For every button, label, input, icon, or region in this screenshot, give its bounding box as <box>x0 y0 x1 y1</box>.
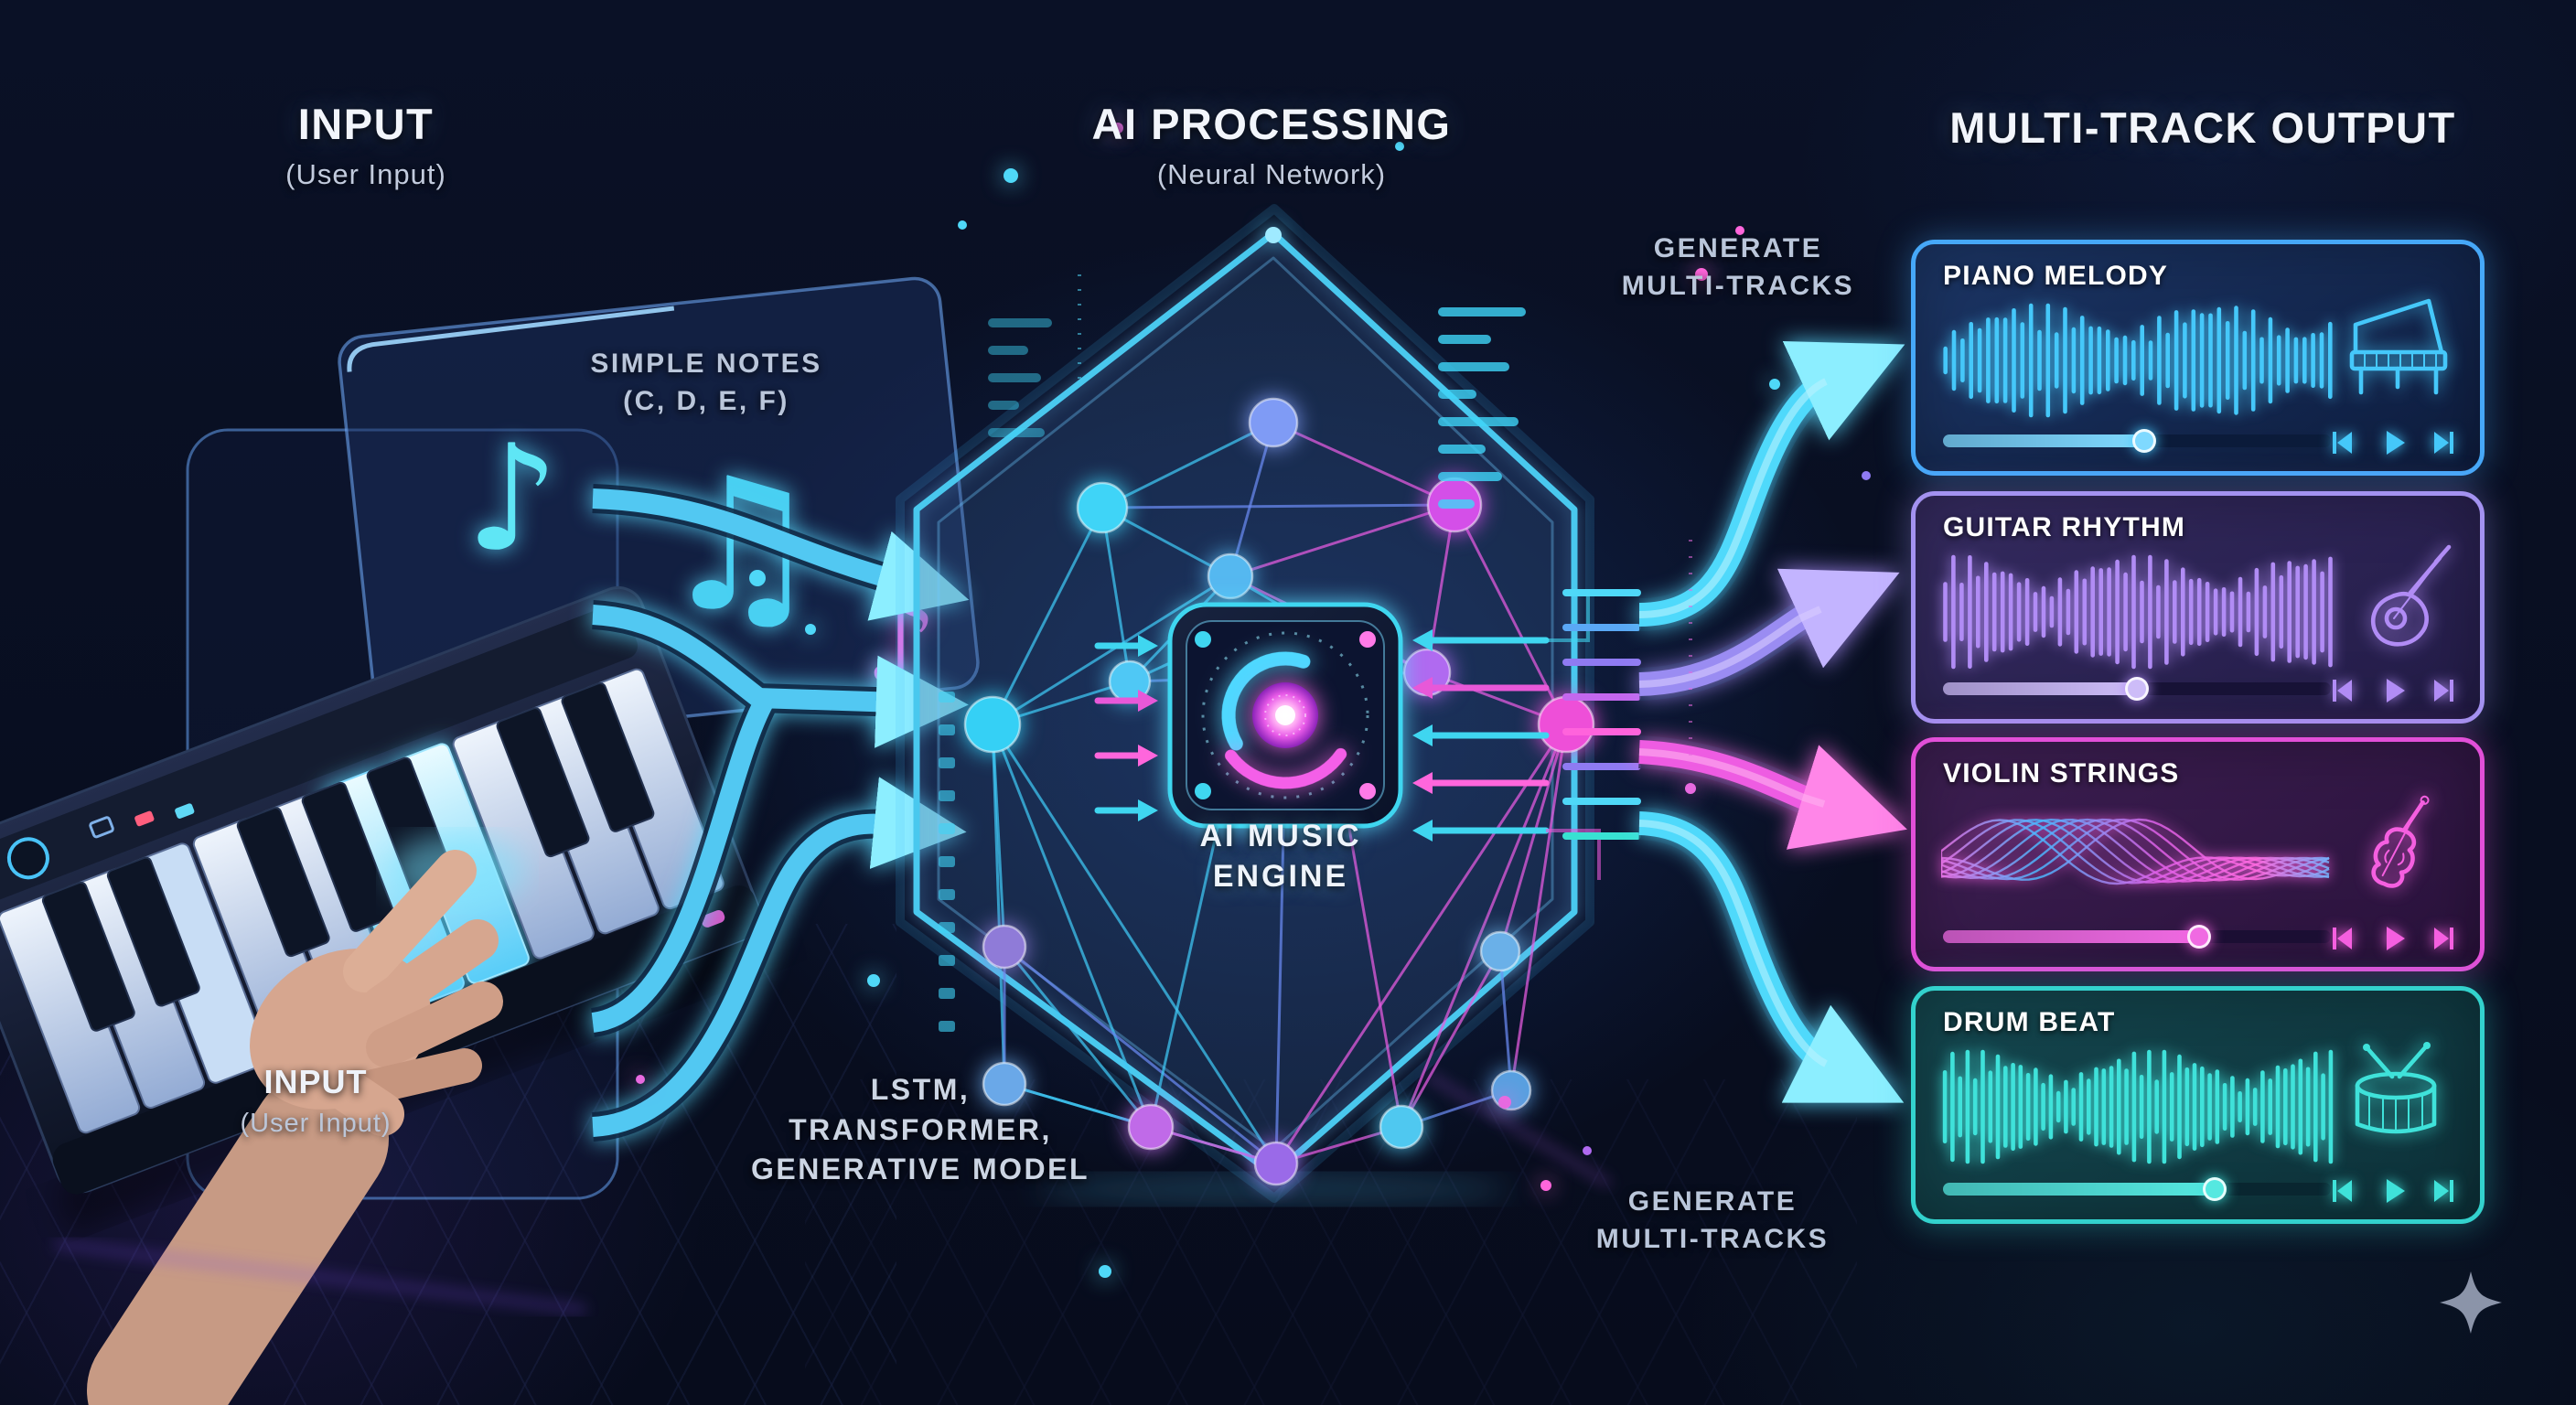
play-button[interactable] <box>2379 677 2407 704</box>
output-title: MULTI-TRACK OUTPUT <box>1949 103 2456 152</box>
next-track-button[interactable] <box>2429 1177 2456 1205</box>
chip-dotted-ring <box>1201 631 1369 799</box>
output-bundle <box>1562 589 1641 840</box>
status-led <box>175 803 195 819</box>
output-arrows <box>1637 341 1907 1103</box>
progress-fill <box>1943 930 2199 943</box>
progress-fill <box>1943 682 2137 695</box>
transport-controls <box>2330 677 2456 704</box>
play-button[interactable] <box>2379 429 2407 456</box>
eighth-note-icon: ♪ <box>466 413 559 584</box>
play-button[interactable] <box>2379 1177 2407 1205</box>
waveform-display <box>1941 818 2330 885</box>
input-arrow-bottom <box>592 777 967 1137</box>
progress-fill <box>1943 434 2145 447</box>
chip-input-traces <box>1094 593 1601 880</box>
input-arrows <box>589 484 970 1142</box>
track-title: PIANO MELODY <box>1943 261 2169 291</box>
progress-fill <box>1943 1183 2215 1196</box>
next-track-button[interactable] <box>2429 429 2456 456</box>
glow-dots <box>636 123 1871 1278</box>
progress-bar[interactable] <box>1943 429 2331 453</box>
input-column-header: INPUT (User Input) <box>285 99 446 191</box>
progress-bar[interactable] <box>1943 925 2331 949</box>
previous-track-button[interactable] <box>2330 677 2357 704</box>
input-subtitle: (User Input) <box>285 158 446 190</box>
next-track-button[interactable] <box>2429 677 2456 704</box>
record-led <box>134 810 155 827</box>
glow-strip <box>250 631 612 777</box>
processing-subtitle: (Neural Network) <box>1156 158 1387 190</box>
track-title: VIOLIN STRINGS <box>1943 758 2180 788</box>
track-title: DRUM BEAT <box>1943 1007 2116 1037</box>
transport-controls <box>2330 925 2456 952</box>
input-arrow-top <box>592 488 970 621</box>
waveform-display <box>1942 1049 2334 1164</box>
speaker-icon <box>6 837 49 880</box>
decorative-circuits <box>939 307 1526 1032</box>
output-column-header: MULTI-TRACK OUTPUT <box>1949 102 2455 153</box>
transport-controls <box>2330 1177 2456 1205</box>
progress-bar[interactable] <box>1943 677 2331 701</box>
waveform-display <box>1943 303 2333 418</box>
hexagon-top-vertex-glow <box>1265 227 1282 243</box>
previous-track-button[interactable] <box>2330 925 2357 952</box>
previous-track-button[interactable] <box>2330 1177 2357 1205</box>
grand-piano-icon <box>2349 298 2448 395</box>
violin-icon <box>2371 795 2430 888</box>
play-button[interactable] <box>2379 925 2407 952</box>
processing-title: AI PROCESSING <box>1091 100 1452 148</box>
input-arrow-middle <box>757 655 969 748</box>
processing-column-header: AI PROCESSING (Neural Network) <box>1092 99 1452 191</box>
display-led <box>89 816 114 839</box>
keyboard-illustration: ♪ ♫ ♪ <box>0 276 980 1405</box>
model-stack-label: LSTM, TRANSFORMER, GENERATIVE MODEL <box>750 1073 1090 1186</box>
sparkle-watermark-icon <box>2440 1271 2502 1334</box>
ai-music-engine-label: AI MUSIC ENGINE <box>1199 819 1362 895</box>
purple-glow-streak <box>54 1239 586 1314</box>
progress-handle[interactable] <box>2132 429 2157 453</box>
track-title: GUITAR RHYTHM <box>1943 512 2186 542</box>
progress-handle[interactable] <box>2202 1177 2227 1201</box>
generate-multitracks-top-label: GENERATE MULTI-TRACKS <box>1621 233 1855 301</box>
pink-led <box>701 910 725 928</box>
track-panel-piano-melody: PIANO MELODY <box>1911 240 2485 476</box>
progress-handle[interactable] <box>2125 677 2149 701</box>
track-panel-violin-strings: VIOLIN STRINGS <box>1911 737 2485 971</box>
snare-drum-icon <box>2355 1042 2437 1134</box>
simple-notes-label: SIMPLE NOTES (C, D, E, F) <box>590 349 822 416</box>
input-title: INPUT <box>297 100 435 148</box>
ai-chip <box>1094 593 1601 880</box>
chip-cyan-arc <box>1221 651 1349 779</box>
chip-magenta-arc <box>1211 641 1359 789</box>
progress-handle[interactable] <box>2186 925 2211 949</box>
next-track-button[interactable] <box>2429 925 2456 952</box>
generate-multitracks-bottom-label: GENERATE MULTI-TRACKS <box>1595 1186 1830 1254</box>
track-panel-drum-beat: DRUM BEAT <box>1911 986 2485 1224</box>
progress-bar[interactable] <box>1943 1177 2331 1201</box>
waveform-display <box>1943 554 2333 670</box>
previous-track-button[interactable] <box>2330 429 2357 456</box>
transport-controls <box>2330 429 2456 456</box>
acoustic-guitar-icon <box>2370 544 2452 647</box>
base-glow <box>1036 1174 1511 1204</box>
track-panel-guitar-rhythm: GUITAR RHYTHM <box>1911 491 2485 724</box>
input-caption: INPUT (User Input) <box>240 1063 392 1138</box>
